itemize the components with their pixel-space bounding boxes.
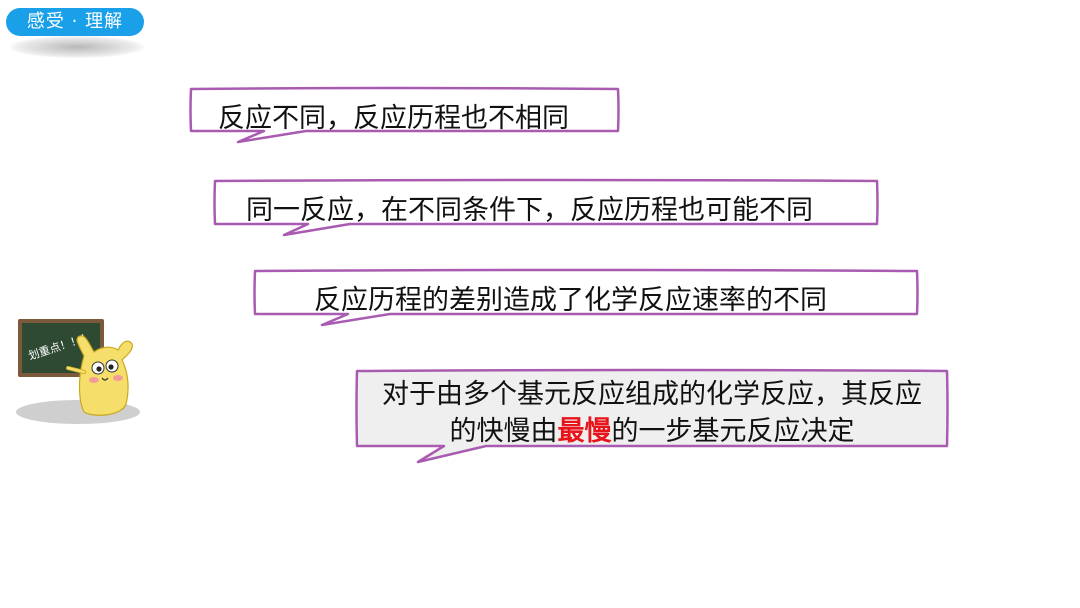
- bubble-4-line-2: 的快慢由最慢的一步基元反应决定: [358, 413, 946, 450]
- speech-bubble-2: [213, 178, 879, 237]
- bubble-4-line-2-suffix: 的一步基元反应决定: [611, 416, 855, 447]
- speech-bubble-1: [189, 86, 620, 144]
- speech-bubble-3: [253, 268, 919, 327]
- section-badge: 感受 · 理解: [6, 8, 146, 62]
- bubble-text-3: 反应历程的差别造成了化学反应速率的不同: [314, 285, 827, 316]
- badge-shadow: [10, 36, 144, 58]
- bubble-text-1: 反应不同，反应历程也不相同: [218, 103, 569, 134]
- bubble-text-2: 同一反应，在不同条件下，反应历程也可能不同: [246, 195, 813, 226]
- bubble-4-line-2-prefix: 的快慢由: [449, 416, 558, 447]
- badge-label: 感受 · 理解: [6, 8, 144, 36]
- bubble-4-line-1: 对于由多个基元反应组成的化学反应，其反应: [382, 379, 922, 410]
- bubble-text-4: 对于由多个基元反应组成的化学反应，其反应 的快慢由最慢的一步基元反应决定: [358, 376, 946, 450]
- emphasis-slowest: 最慢: [557, 416, 612, 447]
- mascot-illustration: 划重点！！！: [16, 319, 140, 424]
- speech-bubble-4: [355, 368, 949, 464]
